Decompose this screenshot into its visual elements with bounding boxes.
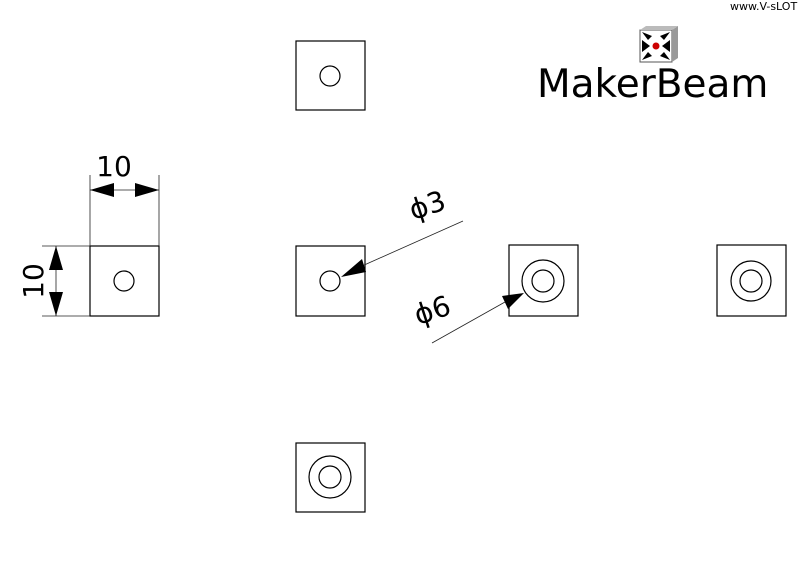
part-middle — [295, 245, 366, 317]
brand-name: MakerBeam — [537, 62, 768, 107]
part-counterbore-far-right — [716, 244, 787, 317]
part-counterbore-bottom — [295, 442, 366, 513]
website-text: www.V-sLOT — [730, 0, 797, 13]
part-counterbore-right — [508, 244, 579, 317]
width-dimension: 10 — [89, 150, 160, 246]
part-plain-dimensioned — [89, 245, 160, 317]
part-top — [295, 40, 366, 111]
height-dimension: 10 — [17, 245, 90, 317]
makerbeam-logo-icon — [639, 26, 678, 63]
height-label: 10 — [17, 263, 50, 299]
hole-3-label: ϕ3 — [405, 184, 450, 227]
hole-6-callout: ϕ6 — [410, 289, 524, 344]
hole-6-label: ϕ6 — [410, 289, 455, 332]
hole-3-callout: ϕ3 — [341, 184, 464, 277]
width-label: 10 — [96, 150, 132, 183]
